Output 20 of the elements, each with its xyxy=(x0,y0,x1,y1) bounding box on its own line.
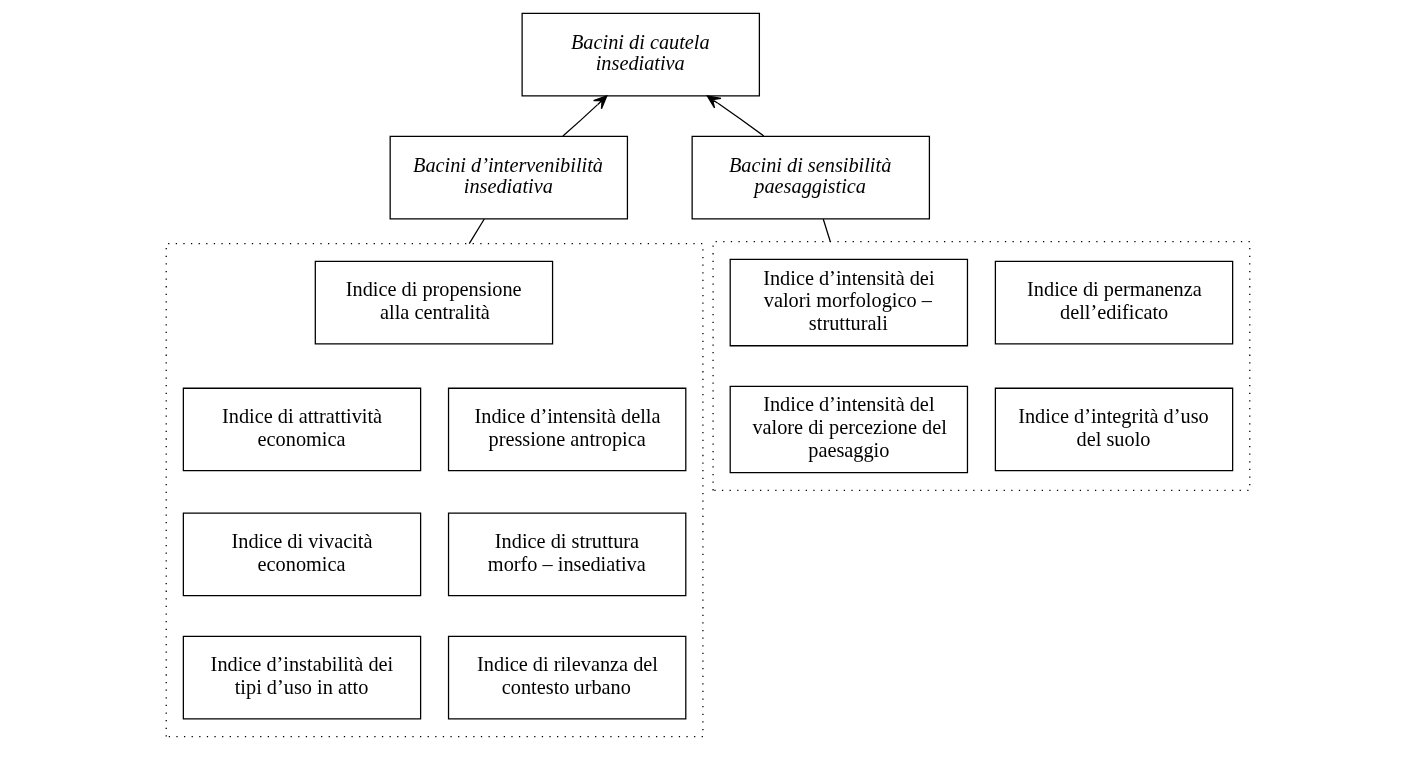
node-box: Indice d’intensità della pressione antropica xyxy=(447,387,686,472)
node-box: Indice d’instabilità dei tipi d’uso in atto xyxy=(182,635,421,720)
connector xyxy=(822,218,831,243)
node-box: Indice di rilevanza del contesto urbano xyxy=(447,635,686,720)
node-box: Indice d’intensità del valore di percezione del paesaggio xyxy=(729,385,968,474)
node-box: Indice di propensione alla centralità xyxy=(314,260,553,345)
cluster xyxy=(711,241,1250,491)
node-box: Indice d’intensità dei valori morfologico – strutturali xyxy=(729,258,968,347)
node-box: Indice d’integrità d’uso del suolo xyxy=(994,387,1233,472)
arrow xyxy=(706,95,764,137)
node-box: Bacini di cautela insediativa xyxy=(521,12,760,97)
arrow xyxy=(561,95,607,137)
node-box: Indice di permanenza dell’edificato xyxy=(994,260,1233,345)
node-box: Bacini di sensibilità paesaggistica xyxy=(691,135,930,220)
node-box: Indice di vivacità economica xyxy=(182,512,421,597)
connector xyxy=(468,218,485,245)
cluster xyxy=(165,242,704,738)
node-box: Indice di struttura morfo – insediativa xyxy=(447,512,686,597)
node-box: Indice di attrattività economica xyxy=(182,387,421,472)
node-box: Bacini d’intervenibilità insediativa xyxy=(389,135,628,220)
